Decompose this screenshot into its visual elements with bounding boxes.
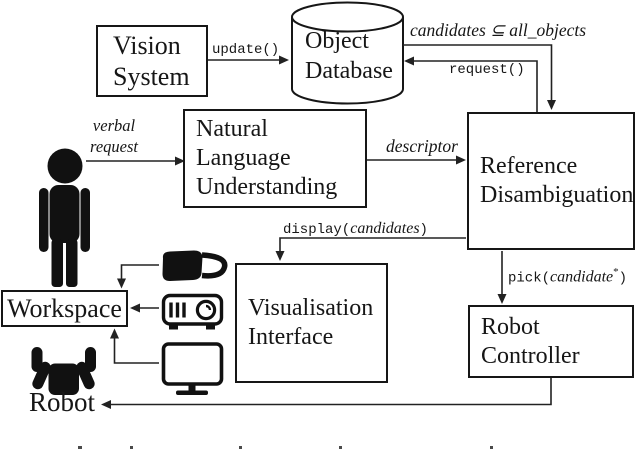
descriptor-label: descriptor [386,136,458,156]
natural-language-understanding-box: Natural Language Understanding [183,109,367,208]
verbal-request-line1: verbal [92,116,136,135]
object-database-label: Object Database [305,27,393,86]
request-call-label: request() [449,62,525,78]
vr-headset-icon [162,250,228,281]
robot-gripper-icon [31,347,96,395]
verbal-request-label: verbal request [80,116,148,157]
vision-system-label-line1: Vision [113,30,181,60]
nlu-line1: Natural [196,116,268,143]
edge-candidates [403,44,553,101]
robot-controller-box: Robot Controller [468,305,634,378]
edge-headset-workspace [120,264,159,280]
pick-fn-text: pick( [508,270,551,287]
arrowheads [101,55,556,409]
visualisation-interface-line2: Interface [248,324,334,350]
database-cylinder [291,1,404,105]
update-call-label: update() [212,42,280,58]
nlu-line2: Language [196,145,291,172]
reference-disambiguation-line1: Reference [480,153,578,180]
pick-call-label: pick(candidate*) [508,266,627,286]
edge-request [409,60,538,112]
candidates-subset-label: candidates ⊆ all_objects [410,20,587,40]
workspace-box: Workspace [1,290,128,327]
nlu-line3: Understanding [196,173,338,200]
object-database-line1: Object [305,28,369,54]
pick-close-text: ) [618,270,628,287]
display-fn-text: display( [283,222,351,238]
robot-controller-line1: Robot [481,313,540,340]
monitor-icon [161,342,224,395]
human-user-icon [39,148,90,287]
object-database-line2: Database [305,57,393,84]
visualisation-interface-line1: Visualisation [248,295,374,322]
reference-disambiguation-line2: Disambiguation [480,182,634,208]
pick-arg-text: candidate [550,268,614,286]
edge-robot-command [110,378,552,406]
display-arg-text: candidates [350,220,420,237]
robot-label: Robot [29,387,96,417]
reference-disambiguation-box: Reference Disambiguation [467,112,635,250]
vision-system-label-line2: System [113,62,190,91]
vision-system-box: Vision System [96,25,208,97]
verbal-request-line2: request [90,136,138,156]
edge-display [279,237,466,252]
display-close-text: ) [419,222,428,238]
display-call-label: display(candidates) [283,220,428,238]
robot-controller-line2: Controller [481,342,580,369]
visualisation-interface-box: Visualisation Interface [235,263,388,383]
projector-icon [161,293,224,330]
workspace-label: Workspace [7,293,122,323]
edge-monitor-workspace [113,337,159,364]
pick-star-text: * [613,266,619,278]
